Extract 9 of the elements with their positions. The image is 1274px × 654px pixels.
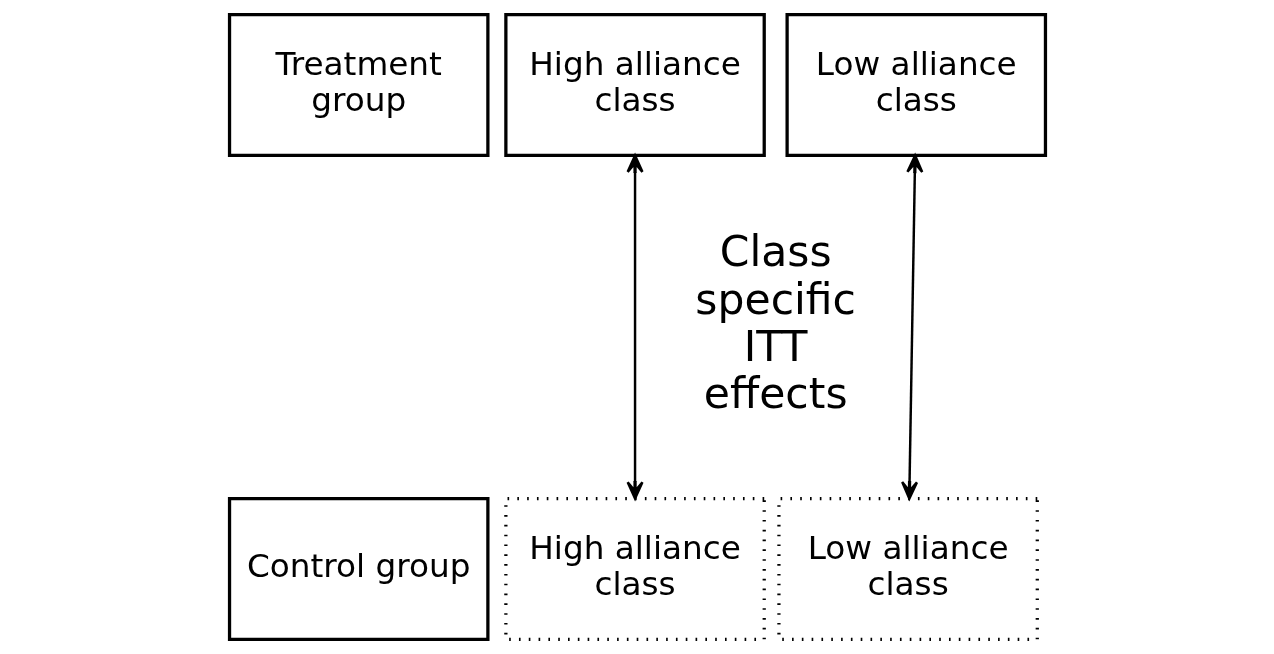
node-box: High alliance class xyxy=(503,13,766,157)
node-box: Treatment group xyxy=(227,13,490,157)
node-box: Low alliance class xyxy=(776,497,1039,641)
arrow xyxy=(625,154,644,500)
node-box: Low alliance class xyxy=(784,13,1047,157)
node-box: Control group xyxy=(227,497,490,641)
node-box: High alliance class xyxy=(503,497,766,641)
arrow xyxy=(900,154,923,500)
label: Class specific ITT effects xyxy=(694,227,856,419)
